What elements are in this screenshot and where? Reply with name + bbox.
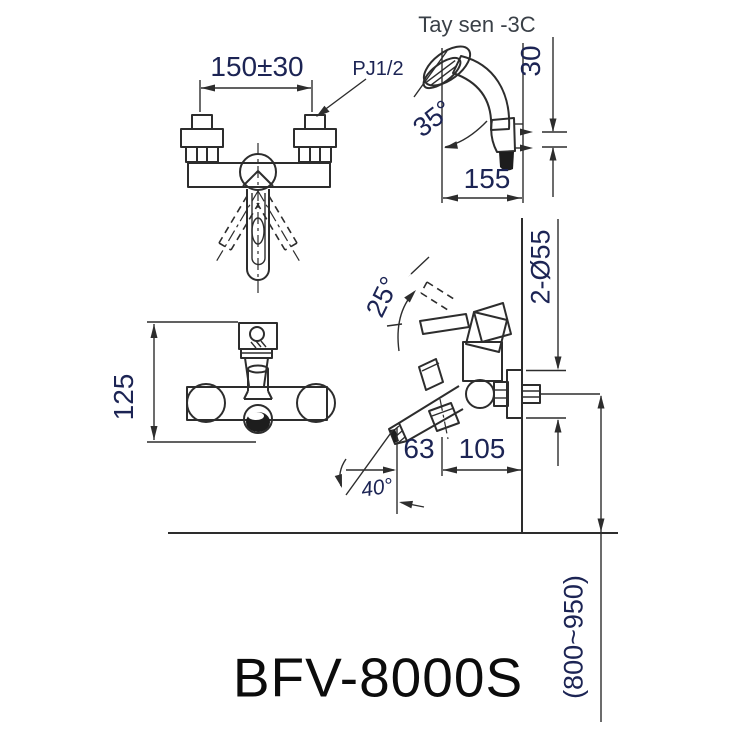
dim-mount-span: 150±30 bbox=[210, 51, 304, 82]
hand-shower-view bbox=[413, 37, 567, 203]
dim-flange-diameter: 2-Ø55 bbox=[525, 229, 556, 305]
dim-spout-angle: 40° bbox=[359, 474, 395, 502]
dim-hook-offset: 30 bbox=[515, 45, 546, 77]
dim-spout-drop: 63 bbox=[403, 433, 435, 464]
side-view bbox=[168, 218, 618, 722]
dim-spout-reach: 105 bbox=[458, 433, 506, 464]
dim-install-height: (800~950) bbox=[558, 575, 589, 699]
dim-shower-reach: 155 bbox=[463, 163, 511, 194]
model-title: BFV-8000S bbox=[232, 646, 524, 709]
front-view bbox=[180, 78, 367, 294]
dim-body-height: 125 bbox=[108, 373, 139, 421]
label-hand-shower: Tay sen -3C bbox=[418, 12, 536, 37]
label-thread-size: PJ1/2 bbox=[352, 58, 404, 80]
top-view bbox=[147, 321, 336, 443]
